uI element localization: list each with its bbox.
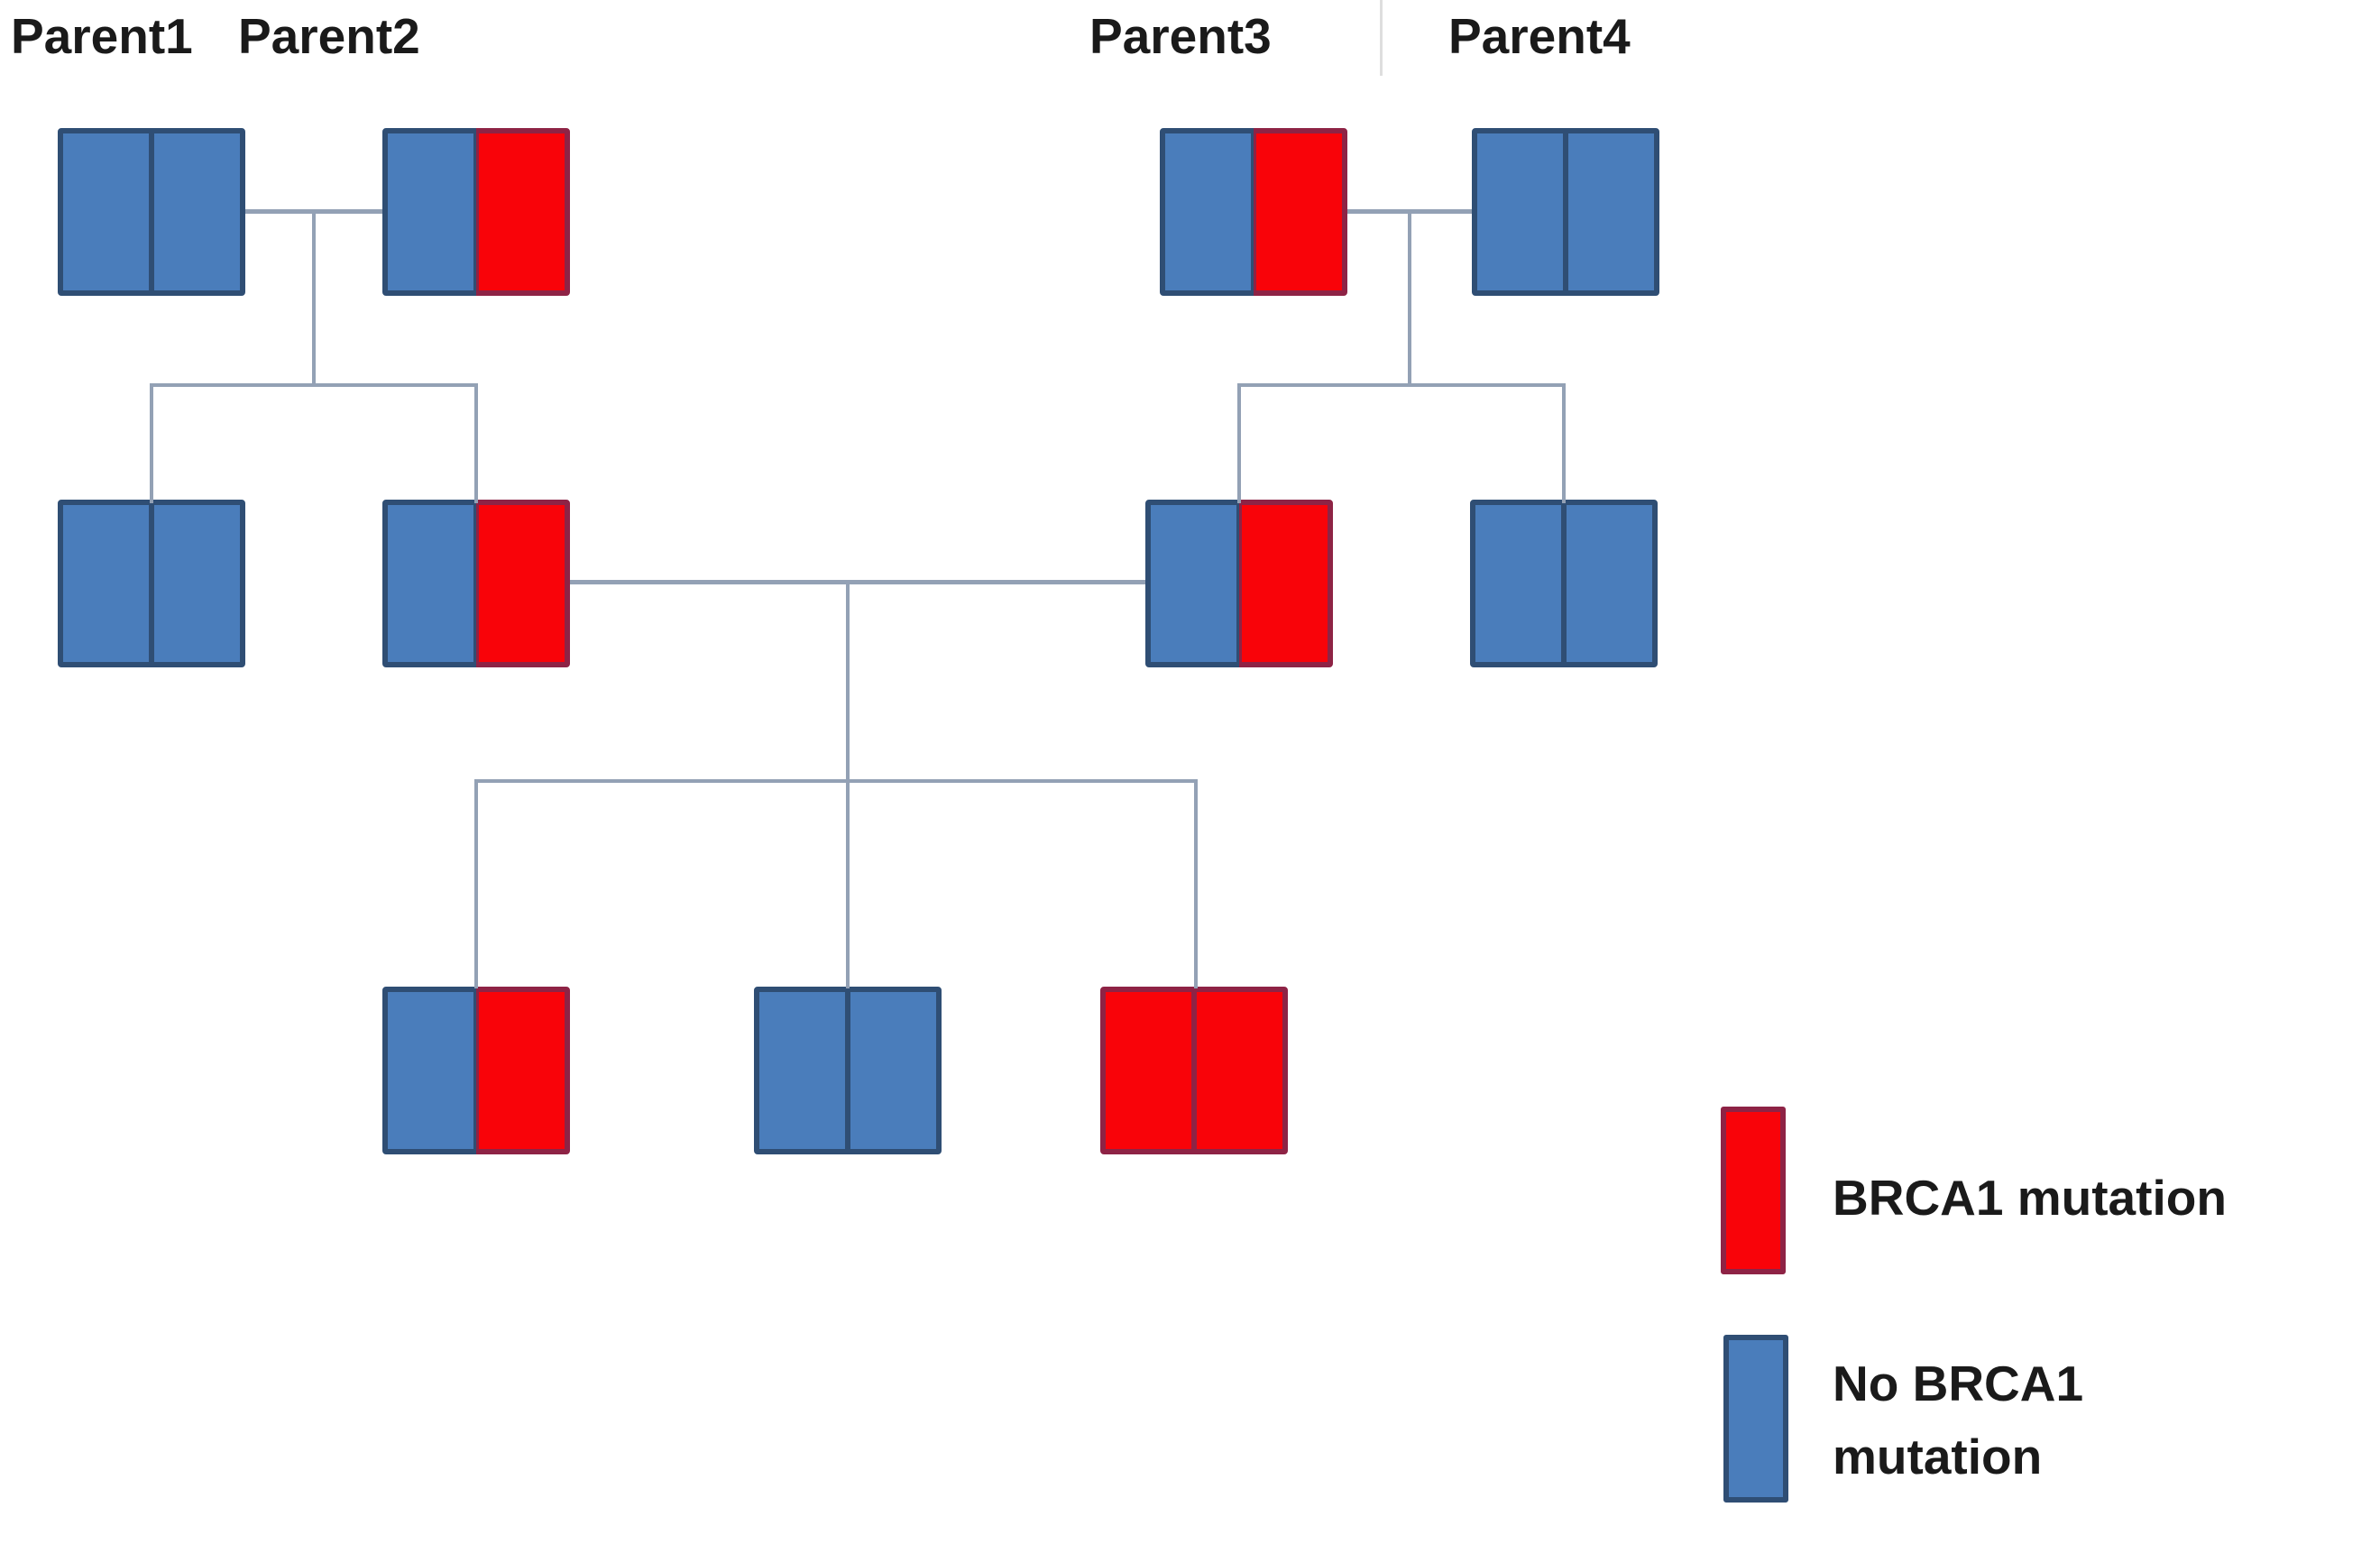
sibship-line-right — [1237, 383, 1566, 387]
parent3-label: Parent3 — [1089, 8, 1272, 64]
descent-line-child-right-1 — [1237, 383, 1241, 503]
legend-label-no-mutation-line2: mutation — [1833, 1429, 2043, 1485]
allele-left — [382, 987, 476, 1154]
gen2-child2-genotype-box — [382, 500, 570, 667]
allele-right — [152, 128, 245, 296]
descent-line-gen3-right — [1194, 779, 1198, 988]
allele-left — [1470, 500, 1564, 667]
gen2-child1-genotype-box — [58, 500, 245, 667]
allele-right — [1239, 500, 1333, 667]
label-divider-line — [1380, 0, 1383, 76]
allele-left — [58, 500, 152, 667]
descent-line-parents-left — [312, 209, 316, 387]
parent2-label: Parent2 — [238, 8, 420, 64]
allele-right — [152, 500, 245, 667]
allele-left — [382, 500, 476, 667]
sibship-line-gen3 — [474, 779, 1198, 783]
gen3-child3-genotype-box — [1100, 987, 1288, 1154]
allele-right — [1566, 128, 1659, 296]
parent2-genotype-box — [382, 128, 570, 296]
gen3-child2-genotype-box — [754, 987, 942, 1154]
descent-line-child-left-1 — [150, 383, 153, 503]
descent-line-child-right-2 — [1562, 383, 1566, 503]
allele-left — [1145, 500, 1239, 667]
legend-label-no-mutation-line1: No BRCA1 — [1833, 1356, 2084, 1411]
allele-right — [476, 987, 570, 1154]
allele-right — [1564, 500, 1658, 667]
allele-left — [754, 987, 848, 1154]
allele-right — [1194, 987, 1288, 1154]
parent1-label: Parent1 — [11, 8, 193, 64]
allele-left — [58, 128, 152, 296]
parent4-genotype-box — [1472, 128, 1659, 296]
allele-right — [1254, 128, 1347, 296]
descent-line-child-left-2 — [474, 383, 478, 503]
gen3-child1-genotype-box — [382, 987, 570, 1154]
allele-right — [476, 128, 570, 296]
descent-line-gen3-center — [846, 580, 850, 988]
gen2-child3-genotype-box — [1145, 500, 1333, 667]
descent-line-parents-right — [1408, 209, 1411, 387]
parent4-label: Parent4 — [1448, 8, 1631, 64]
allele-left — [1472, 128, 1566, 296]
descent-line-gen3-left — [474, 779, 478, 988]
allele-right — [848, 987, 942, 1154]
legend-label-no-mutation: No BRCA1 mutation — [1833, 1347, 2083, 1494]
allele-left — [382, 128, 476, 296]
allele-left — [1160, 128, 1254, 296]
parent1-genotype-box — [58, 128, 245, 296]
parent3-genotype-box — [1160, 128, 1347, 296]
mating-line-gen2-couple — [570, 580, 1145, 584]
sibship-line-left — [150, 383, 478, 387]
legend-label-mutation: BRCA1 mutation — [1833, 1170, 2227, 1226]
allele-right — [476, 500, 570, 667]
legend-swatch-no-mutation — [1723, 1335, 1788, 1503]
legend-swatch-mutation — [1721, 1107, 1786, 1274]
gen2-child4-genotype-box — [1470, 500, 1658, 667]
allele-left — [1100, 987, 1194, 1154]
